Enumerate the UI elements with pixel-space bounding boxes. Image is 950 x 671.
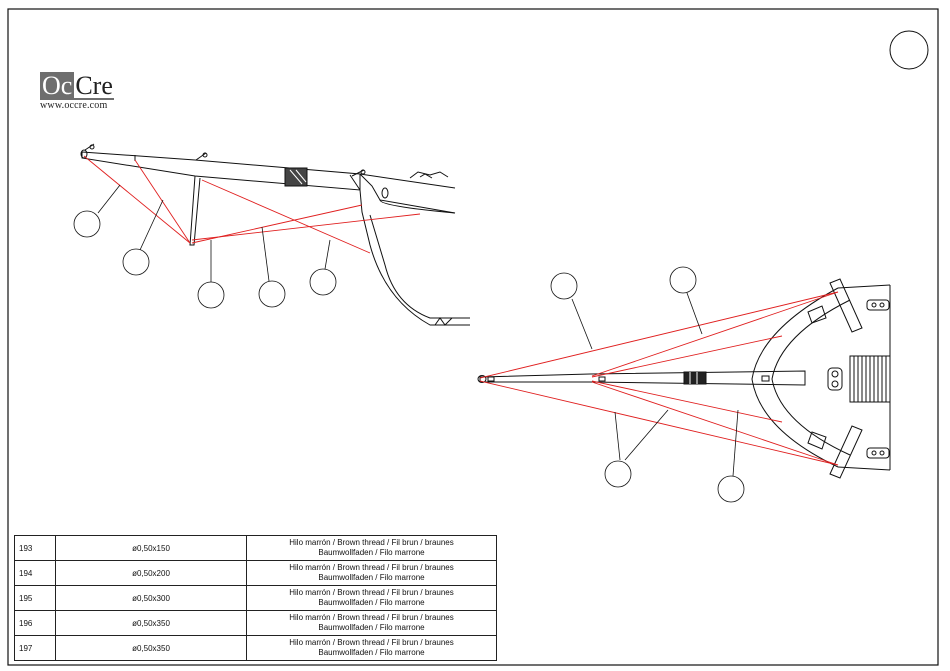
part-desc-line1: Hilo marrón / Brown thread / Fil brun / … <box>289 613 454 622</box>
occre-logo: Oc Cre www.occre.com <box>40 72 114 111</box>
part-desc-line1: Hilo marrón / Brown thread / Fil brun / … <box>289 538 454 547</box>
part-ref: 193 <box>14 535 56 561</box>
table-row: 195 ø0,50x300 Hilo marrón / Brown thread… <box>14 585 497 611</box>
logo-wordmark: Oc Cre <box>40 72 114 100</box>
part-ref: 195 <box>14 585 56 611</box>
logo-cre: Cre <box>74 71 114 100</box>
part-description: Hilo marrón / Brown thread / Fil brun / … <box>246 585 497 611</box>
table-row: 197 ø0,50x350 Hilo marrón / Brown thread… <box>14 635 497 661</box>
part-size: ø0,50x150 <box>55 535 247 561</box>
logo-url: www.occre.com <box>40 100 108 111</box>
part-ref: 194 <box>14 560 56 586</box>
top-rigging <box>479 291 839 466</box>
part-ref: 196 <box>14 610 56 636</box>
table-row: 193 ø0,50x150 Hilo marrón / Brown thread… <box>14 535 497 561</box>
part-desc-line2: Baumwollfaden / Filo marrone <box>318 573 425 582</box>
side-rigging <box>83 155 421 254</box>
part-description: Hilo marrón / Brown thread / Fil brun / … <box>246 560 497 586</box>
table-row: 194 ø0,50x200 Hilo marrón / Brown thread… <box>14 560 497 586</box>
table-row: 196 ø0,50x350 Hilo marrón / Brown thread… <box>14 610 497 636</box>
part-size: ø0,50x200 <box>55 560 247 586</box>
page-number-circle <box>889 30 929 70</box>
part-desc-line2: Baumwollfaden / Filo marrone <box>318 598 425 607</box>
top-callouts <box>550 266 745 503</box>
part-size: ø0,50x300 <box>55 585 247 611</box>
part-description: Hilo marrón / Brown thread / Fil brun / … <box>246 610 497 636</box>
part-desc-line2: Baumwollfaden / Filo marrone <box>318 623 425 632</box>
side-view <box>80 143 470 326</box>
part-desc-line2: Baumwollfaden / Filo marrone <box>318 548 425 557</box>
part-description: Hilo marrón / Brown thread / Fil brun / … <box>246 635 497 661</box>
page-border <box>7 8 939 666</box>
parts-table: 193 ø0,50x150 Hilo marrón / Brown thread… <box>14 535 497 661</box>
part-ref: 197 <box>14 635 56 661</box>
part-size: ø0,50x350 <box>55 610 247 636</box>
part-desc-line1: Hilo marrón / Brown thread / Fil brun / … <box>289 563 454 572</box>
part-description: Hilo marrón / Brown thread / Fil brun / … <box>246 535 497 561</box>
top-view <box>477 278 891 479</box>
part-desc-line1: Hilo marrón / Brown thread / Fil brun / … <box>289 588 454 597</box>
part-size: ø0,50x350 <box>55 635 247 661</box>
part-desc-line1: Hilo marrón / Brown thread / Fil brun / … <box>289 638 454 647</box>
side-callouts <box>73 184 337 309</box>
part-desc-line2: Baumwollfaden / Filo marrone <box>318 648 425 657</box>
logo-oc: Oc <box>40 71 75 100</box>
